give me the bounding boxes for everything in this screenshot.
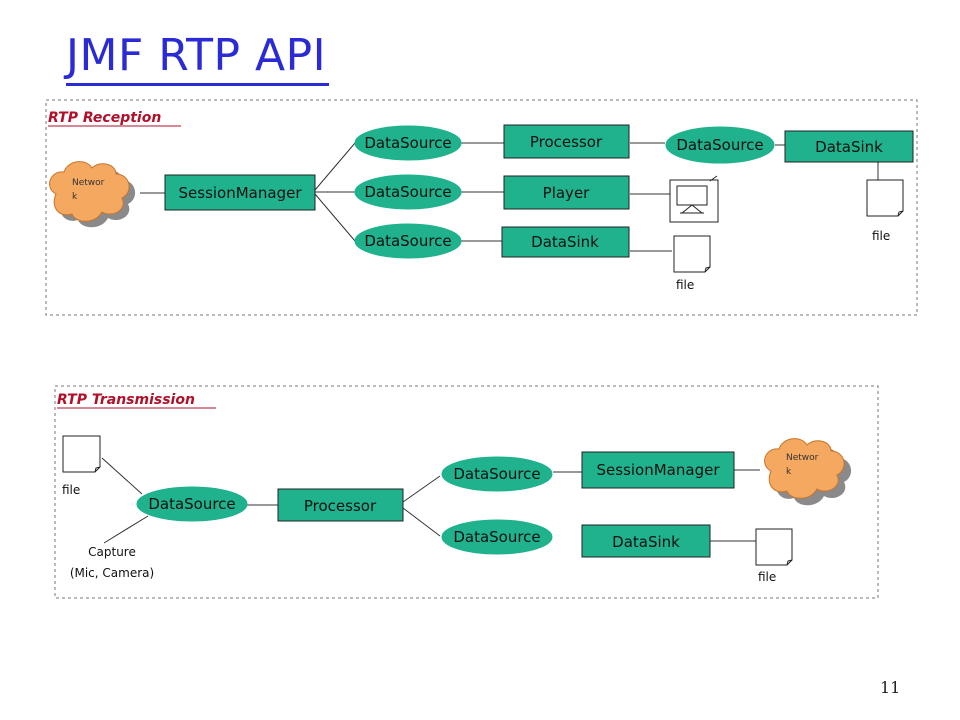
page-number: 11	[880, 678, 901, 697]
reception-file-2-label: file	[676, 278, 694, 292]
transmission-processor-box	[277, 488, 404, 522]
reception-datasource-4-label: DataSource	[676, 136, 763, 154]
reception-datasink-2-box	[784, 130, 914, 163]
transmission-datasource-out-1-label: DataSource	[453, 465, 540, 483]
cloud-icon	[764, 438, 845, 499]
tx-network-label-line1: Networ	[786, 453, 819, 463]
reception-player-label: Player	[543, 184, 591, 202]
transmission-datasource-in	[136, 486, 248, 522]
reception-datasource-1	[354, 125, 462, 161]
transmission-datasource-out-2	[441, 519, 553, 555]
transmission-sessionmanager-label: SessionManager	[597, 461, 721, 479]
reception-file-1-label: file	[872, 229, 890, 243]
reception-datasink-2-label: DataSink	[815, 138, 883, 156]
reception-datasource-3	[354, 223, 462, 259]
transmission-label: RTP Transmission	[57, 392, 195, 408]
network-label-line1: Networ	[72, 178, 105, 188]
file-icon	[866, 179, 904, 217]
transmission-datasource-out-2-label: DataSource	[453, 528, 540, 546]
reception-label: RTP Reception	[48, 110, 161, 126]
reception-sessionmanager-label: SessionManager	[179, 184, 303, 202]
reception-datasink-box	[501, 226, 630, 258]
monitor-icon	[669, 175, 719, 223]
reception-player-box	[503, 175, 630, 210]
transmission-processor-label: Processor	[304, 497, 377, 515]
file-icon	[62, 435, 101, 473]
transmission-sessionmanager-box	[581, 451, 735, 489]
reception-datasink-label: DataSink	[531, 233, 599, 251]
slide-title: JMF RTP API	[66, 30, 330, 86]
reception-section: RTP Reception Networ k SessionManager Da…	[45, 99, 918, 316]
transmission-datasource-out-1	[441, 456, 553, 492]
file-icon	[755, 528, 793, 566]
transmission-datasink-label: DataSink	[612, 533, 680, 551]
reception-datasource-3-label: DataSource	[364, 232, 451, 250]
transmission-frame	[54, 385, 879, 599]
reception-processor-label: Processor	[530, 133, 603, 151]
reception-datasource-2-label: DataSource	[364, 183, 451, 201]
reception-sessionmanager-box	[164, 174, 316, 211]
reception-datasource-1-label: DataSource	[364, 134, 451, 152]
file-icon	[673, 235, 711, 273]
capture-label-line2: (Mic, Camera)	[70, 566, 154, 580]
reception-frame	[45, 99, 918, 316]
transmission-network-cloud: Networ k	[764, 438, 852, 506]
transmission-file-in-label: file	[62, 483, 80, 497]
reception-network-cloud: Networ k	[49, 161, 136, 228]
transmission-file-out-label: file	[758, 570, 776, 584]
transmission-datasource-in-label: DataSource	[148, 495, 235, 513]
tx-network-label-line2: k	[786, 467, 792, 477]
capture-label-line1: Capture	[88, 545, 136, 559]
reception-datasource-2	[354, 174, 462, 210]
transmission-section: RTP Transmission file Capture (Mic, Came…	[54, 385, 879, 599]
transmission-datasink-box	[581, 524, 711, 558]
reception-processor-box	[503, 124, 630, 159]
reception-datasource-4	[665, 126, 775, 164]
cloud-icon	[49, 161, 130, 222]
network-label-line2: k	[72, 192, 78, 202]
